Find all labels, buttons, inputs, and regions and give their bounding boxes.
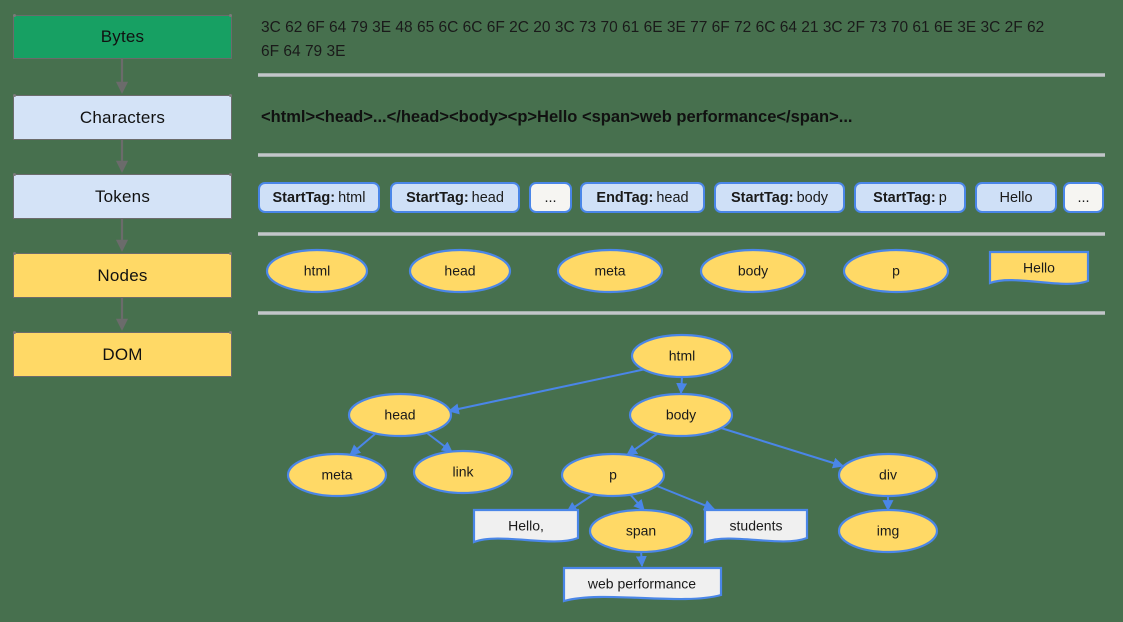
dom-node-label: Hello, [508,518,544,534]
token-value: ... [1077,189,1090,206]
node-label: html [304,263,330,279]
token-value: body [796,189,829,206]
dom-node-span[interactable]: span [588,508,694,554]
node-label: Hello [1023,260,1055,276]
node-ellipse-p[interactable]: p [842,248,950,294]
token-value: p [938,189,947,206]
dom-node-label: students [730,518,783,534]
token-value: Hello [999,189,1033,206]
edge-head-link [426,432,453,453]
dom-node-div[interactable]: div [837,452,939,498]
edge-body-div [720,427,845,469]
edge-html-head [447,365,661,415]
edge-head-meta [349,433,376,456]
token-kind: StartTag: [873,189,936,206]
token-kind: StartTag: [730,189,794,206]
node-ellipse-html[interactable]: html [265,248,369,294]
pipeline-stage-label: Tokens [94,186,151,206]
dom-node-label: head [384,407,415,423]
characters-markup-text: <html><head>...</head><body><p>Hello <sp… [261,108,853,126]
token-chip-starttag-body[interactable]: StartTag:body [714,182,845,213]
dom-node-label: link [452,464,474,480]
pipeline-stage-label: Characters [79,107,166,127]
dom-node-text-web-performance[interactable]: web performance [562,566,723,603]
dom-node-html[interactable]: html [630,333,734,379]
token-chip-starttag-html[interactable]: StartTag:html [258,182,380,213]
dom-node-label: body [666,407,696,423]
edge-p-students [656,485,716,511]
dom-node-label: img [877,523,900,539]
node-ellipse-head[interactable]: head [408,248,512,294]
edge-p-hello [566,491,598,513]
dom-node-text-hello[interactable]: Hello, [472,508,580,544]
node-label: body [738,263,768,279]
dom-node-head[interactable]: head [347,392,453,438]
token-value: ... [544,189,557,206]
dom-node-label: web performance [587,576,696,592]
pipeline-stage-nodes[interactable]: Nodes [13,252,232,298]
dom-node-img[interactable]: img [837,508,939,554]
token-chip-hello[interactable]: Hello [975,182,1057,213]
node-text-hello[interactable]: Hello [988,250,1090,285]
token-value: head [656,189,689,206]
pipeline-stage-label: Nodes [97,265,148,285]
pipeline-stage-bytes[interactable]: Bytes [13,14,232,59]
token-chip-endtag-head[interactable]: EndTag:head [580,182,705,213]
node-ellipse-meta[interactable]: meta [556,248,664,294]
node-label: meta [594,263,625,279]
node-label: p [892,263,900,279]
pipeline-stage-label: Bytes [100,27,145,46]
token-chip-starttag-head[interactable]: StartTag:head [390,182,520,213]
pipeline-stage-label: DOM [102,344,143,364]
token-chip-starttag-p[interactable]: StartTag:p [854,182,966,213]
token-value: head [471,189,504,206]
pipeline-stage-dom[interactable]: DOM [13,331,232,377]
pipeline-stage-characters[interactable]: Characters [13,94,232,140]
dom-node-label: p [609,467,617,483]
dom-node-p[interactable]: p [560,452,666,498]
edge-html-body [676,376,688,395]
dom-node-label: div [879,467,897,483]
dom-node-link[interactable]: link [412,449,514,495]
node-ellipse-body[interactable]: body [699,248,807,294]
token-kind: EndTag: [596,189,654,206]
token-kind: StartTag: [272,189,336,206]
node-label: head [444,263,475,279]
dom-node-label: span [626,523,656,539]
dom-node-label: meta [321,467,352,483]
edge-body-p [626,433,658,456]
dom-node-body[interactable]: body [628,392,734,438]
token-chip-ellipsis-2[interactable]: ... [1063,182,1104,213]
pipeline-stage-tokens[interactable]: Tokens [13,173,232,219]
dom-node-label: html [669,348,695,364]
token-kind: StartTag: [406,189,469,206]
token-chip-ellipsis-1[interactable]: ... [529,182,572,213]
dom-node-meta[interactable]: meta [286,452,388,498]
bytes-sequence-text: 3C 62 6F 64 79 3E 48 65 6C 6C 6F 2C 20 3… [261,19,1045,60]
dom-node-text-students[interactable]: students [703,508,809,544]
token-value: html [338,189,366,206]
